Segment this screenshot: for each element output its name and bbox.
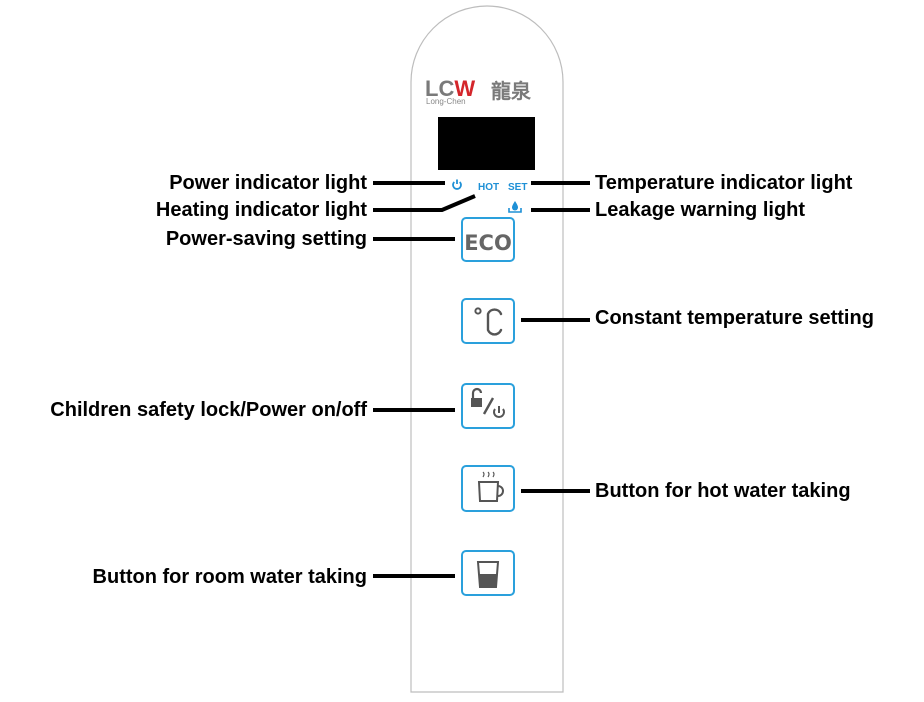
- label-hot-water: Button for hot water taking: [595, 480, 851, 502]
- panel-outline: [410, 5, 564, 693]
- label-heating-indicator: Heating indicator light: [156, 199, 367, 221]
- label-power-saving: Power-saving setting: [166, 228, 367, 250]
- room-water-button[interactable]: [461, 550, 515, 596]
- leakage-icon: [508, 201, 522, 213]
- brand-chinese: 龍泉: [491, 79, 532, 103]
- display-screen: [438, 117, 535, 170]
- lock-power-icon: [471, 387, 505, 418]
- label-room-water: Button for room water taking: [93, 566, 367, 588]
- leader-lines: [373, 181, 590, 578]
- constant-temperature-button[interactable]: [461, 298, 515, 344]
- eco-button[interactable]: ECO: [461, 217, 515, 262]
- brand-logo: LCW 龍泉 Long-Chen: [425, 76, 532, 106]
- label-power-indicator: Power indicator light: [169, 172, 367, 194]
- celsius-icon: [474, 307, 503, 336]
- label-temperature-indicator: Temperature indicator light: [595, 172, 853, 194]
- brand-sub: Long-Chen: [426, 97, 466, 106]
- label-constant-temperature: Constant temperature setting: [595, 307, 874, 329]
- safety-lock-power-button[interactable]: [461, 383, 515, 429]
- hot-indicator-text: HOT: [478, 182, 499, 193]
- label-safety-lock: Children safety lock/Power on/off: [50, 399, 367, 421]
- hot-cup-icon: [477, 471, 504, 502]
- eco-icon: ECO: [464, 231, 512, 255]
- set-indicator-text: SET: [508, 182, 527, 193]
- label-leakage-warning: Leakage warning light: [595, 199, 805, 221]
- brand-letters: LCW: [425, 76, 475, 101]
- water-glass-icon: [476, 561, 500, 588]
- hot-water-button[interactable]: [461, 465, 515, 512]
- power-icon: [452, 179, 462, 190]
